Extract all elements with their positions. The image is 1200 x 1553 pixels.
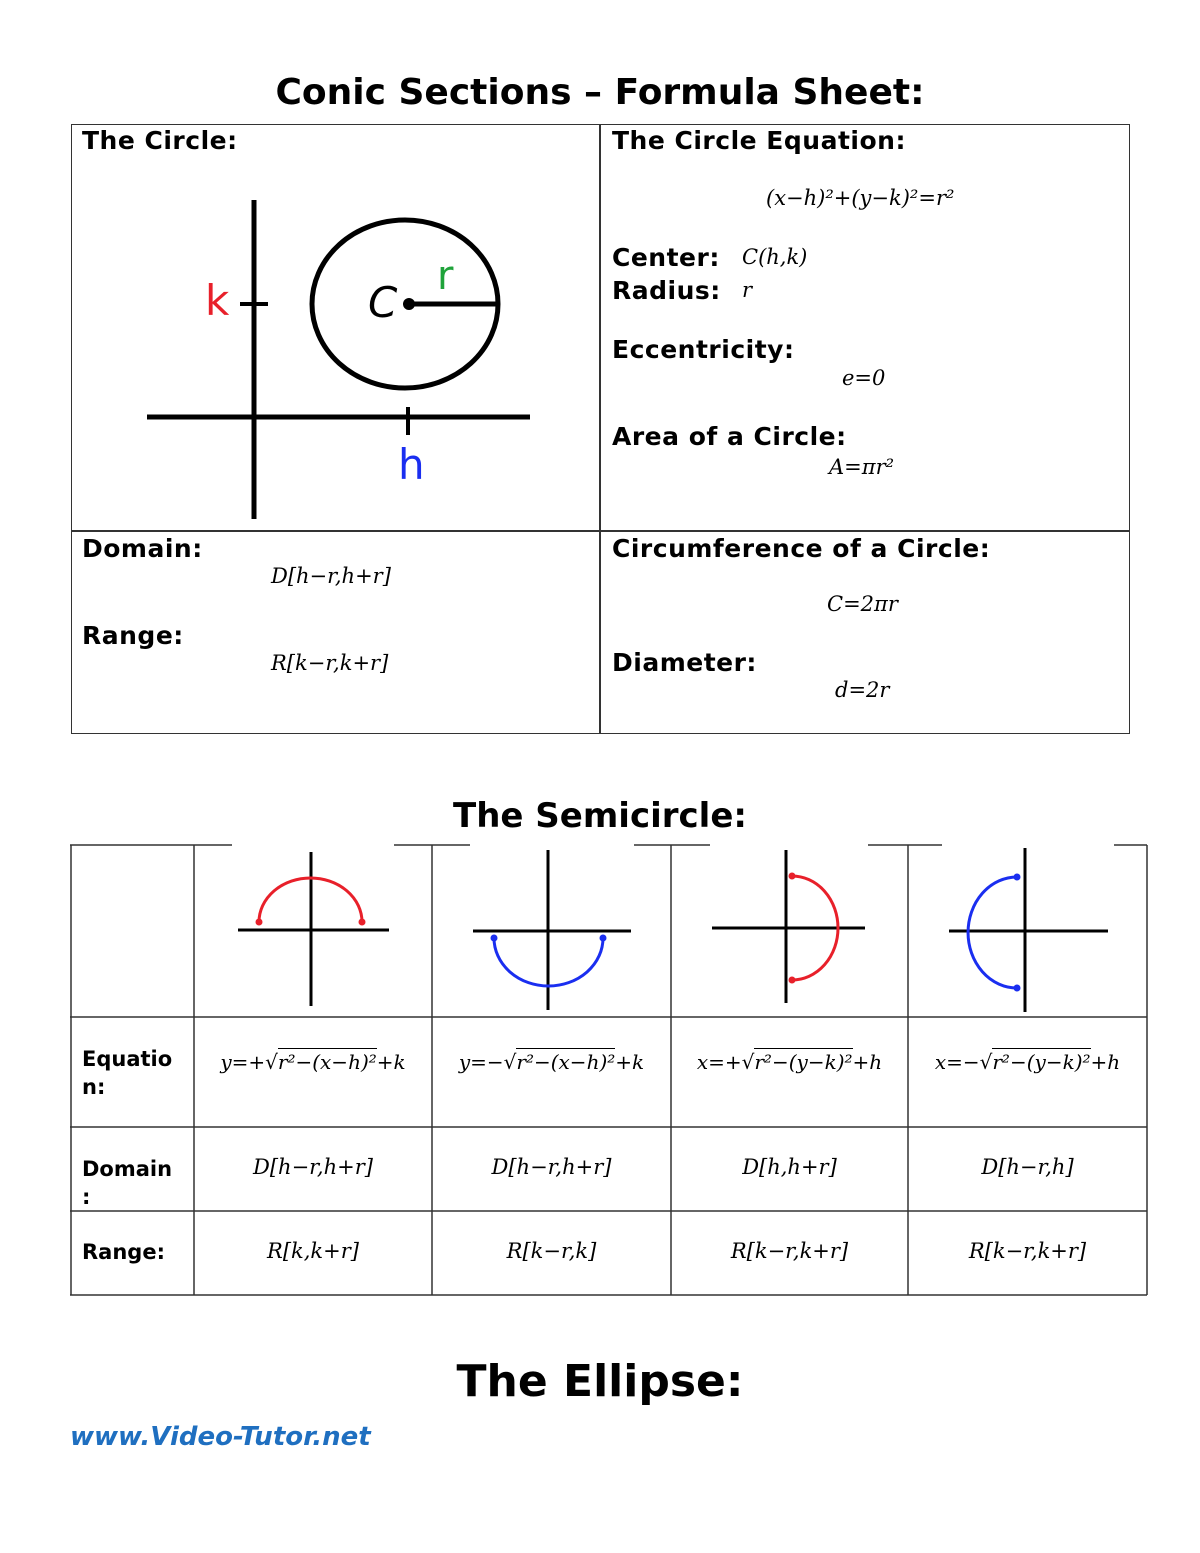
circumference-cell — [599, 530, 1130, 734]
circumference-label: Circumference of a Circle: — [612, 534, 991, 563]
center-point — [403, 298, 415, 310]
graph-left-semicircle — [949, 848, 1108, 1012]
circle-diagram — [147, 200, 530, 519]
domain-label: Domain: — [82, 534, 203, 563]
area-label: Area of a Circle: — [612, 422, 847, 451]
center-value: C(h,k) — [742, 245, 808, 269]
eq-radicand: r²−(y−k)² — [992, 1048, 1091, 1074]
c-label: C — [368, 278, 398, 327]
domain-range-cell — [71, 530, 601, 734]
eccentricity-value: e=0 — [842, 366, 886, 390]
equation-upper: y=+√r²−(x−h)²+k — [194, 1048, 432, 1074]
equation-lower: y=−√r²−(x−h)²+k — [432, 1048, 671, 1074]
eq-radicand: r²−(y−k)² — [754, 1048, 853, 1074]
center-label: Center: — [612, 243, 720, 272]
circle-equation-cell — [599, 124, 1130, 532]
range-lower: R[k−r,k] — [506, 1239, 597, 1263]
circle-label: The Circle: — [82, 126, 238, 155]
domain-upper: D[h−r,h+r] — [253, 1155, 373, 1179]
equation-label: The Circle Equation: — [612, 126, 906, 155]
eq-suffix: +k — [376, 1050, 406, 1074]
semicircle-title: The Semicircle: — [453, 796, 747, 836]
eq-prefix: x=−√ — [934, 1050, 993, 1074]
range-right: R[k−r,k+r] — [730, 1239, 849, 1263]
area-value: A=πr² — [829, 455, 895, 479]
circle-shape — [309, 217, 501, 391]
k-label: k — [205, 276, 230, 325]
eq-radicand: r²−(x−h)² — [277, 1048, 377, 1074]
eq-radicand: r²−(x−h)² — [516, 1048, 616, 1074]
range-value: R[k−r,k+r] — [271, 651, 389, 675]
graph-right-semicircle — [712, 850, 865, 1003]
domain-right: D[h,h+r] — [742, 1155, 837, 1179]
r-label: r — [437, 253, 454, 299]
domain-left: D[h−r,h] — [981, 1155, 1074, 1179]
circle-diagram-cell — [71, 124, 601, 532]
ellipse-title: The Ellipse: — [456, 1356, 744, 1407]
graph-upper-semicircle — [238, 852, 389, 1006]
equation-right: x=+√r²−(y−k)²+h — [671, 1048, 908, 1074]
row-label-equation: Equatio n: — [82, 1047, 173, 1099]
page-title: Conic Sections – Formula Sheet: — [275, 72, 925, 113]
radius-value: r — [742, 278, 753, 302]
row-label-domain: Domain : — [82, 1157, 173, 1209]
eq-prefix: y=−√ — [458, 1050, 517, 1074]
diameter-value: d=2r — [835, 678, 890, 702]
diameter-label: Diameter: — [612, 648, 757, 677]
eq-suffix: +h — [1090, 1050, 1121, 1074]
equation-left: x=−√r²−(y−k)²+h — [908, 1048, 1147, 1074]
domain-lower: D[h−r,h+r] — [491, 1155, 612, 1179]
row-label-range: Range: — [82, 1240, 165, 1264]
circumference-value: C=2πr — [827, 592, 898, 616]
semicircle-grid — [70, 844, 1148, 1296]
eq-suffix: +k — [615, 1050, 645, 1074]
circle-equation: (x−h)²+(y−k)²=r² — [766, 186, 955, 210]
eccentricity-label: Eccentricity: — [612, 335, 795, 364]
range-upper: R[k,k+r] — [267, 1239, 359, 1263]
range-left: R[k−r,k+r] — [968, 1239, 1087, 1263]
radius-label: Radius: — [612, 276, 721, 305]
h-label: h — [398, 440, 425, 489]
range-label: Range: — [82, 621, 184, 650]
eq-suffix: +h — [852, 1050, 883, 1074]
eq-prefix: x=+√ — [696, 1050, 755, 1074]
website-link[interactable]: www.Video-Tutor.net — [70, 1422, 371, 1452]
domain-value: D[h−r,h+r] — [271, 564, 391, 588]
graph-lower-semicircle — [473, 850, 631, 1010]
eq-prefix: y=+√ — [220, 1050, 278, 1074]
